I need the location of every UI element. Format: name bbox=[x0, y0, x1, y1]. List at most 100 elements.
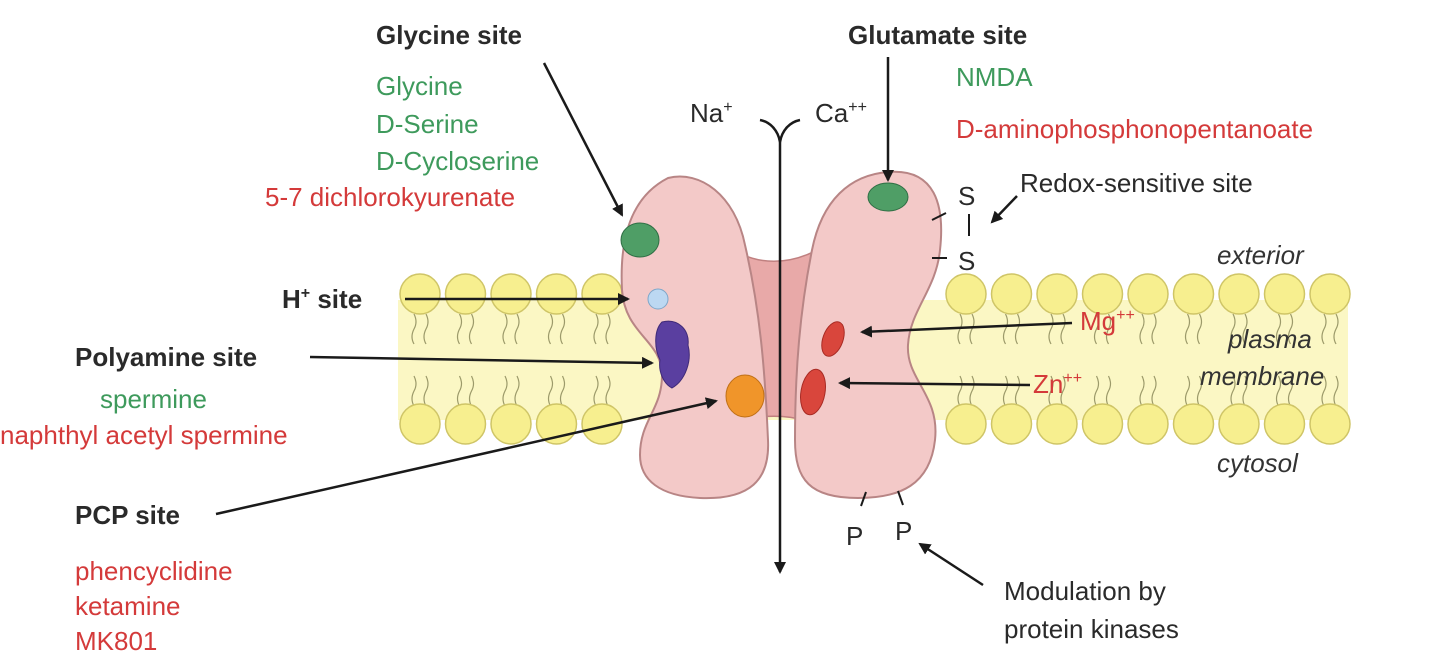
lipid-head-bottom bbox=[1036, 403, 1078, 445]
lipid-tail bbox=[1287, 313, 1294, 345]
lipid-head-top bbox=[490, 273, 532, 315]
polyamine-site-arrow bbox=[309, 355, 654, 369]
lipid-head-bottom bbox=[1172, 403, 1215, 445]
lipid-head-top bbox=[1081, 273, 1124, 315]
na-entry-curve bbox=[759, 118, 782, 143]
pointer-arrows bbox=[215, 57, 1073, 587]
lipid-tail bbox=[1230, 313, 1236, 345]
lipid-head-bottom bbox=[581, 403, 623, 445]
kinase-label-line2: protein kinases bbox=[1004, 614, 1179, 644]
lipid-tail bbox=[1184, 375, 1191, 407]
glycine-binding-site bbox=[620, 222, 660, 258]
lipid-tail bbox=[969, 313, 975, 345]
lipid-tail bbox=[1048, 313, 1054, 345]
pcp-antagonist-1: phencyclidine bbox=[75, 556, 233, 586]
lipid-tail bbox=[502, 375, 508, 407]
phospho-p2-label: P bbox=[895, 516, 912, 546]
lipid-tail bbox=[559, 313, 566, 345]
plasma-label: plasma bbox=[1227, 324, 1312, 354]
lipid-tail bbox=[411, 313, 417, 345]
sulfur-bottom-label: S bbox=[958, 246, 975, 276]
lipid-tail bbox=[1014, 313, 1021, 345]
glutamate-antagonist: D-aminophosphonopentanoate bbox=[956, 114, 1313, 144]
lipid-tail bbox=[559, 375, 566, 407]
lipid-tail bbox=[423, 375, 429, 407]
lipid-tail bbox=[1048, 375, 1054, 407]
ion-flux-path bbox=[759, 118, 801, 574]
polyamine-binding-site bbox=[655, 320, 690, 389]
lipid-head-bottom bbox=[1309, 403, 1351, 445]
lipid-head-bottom bbox=[1263, 403, 1306, 445]
lipid-tail bbox=[514, 375, 520, 407]
lipid-head-top bbox=[399, 273, 441, 315]
lipid-tail bbox=[1333, 375, 1339, 407]
glycine-agonist-2: D-Serine bbox=[376, 109, 479, 139]
zn-binding-site bbox=[800, 368, 826, 416]
lipid-tail bbox=[1275, 375, 1282, 407]
lipid-tail bbox=[1184, 313, 1191, 345]
lipid-tail bbox=[605, 313, 611, 345]
lipid-tail bbox=[957, 375, 963, 407]
lipid-head-bottom bbox=[1127, 403, 1169, 445]
lipid-head-top bbox=[1309, 273, 1351, 315]
polyamine-antagonist: naphthyl acetyl spermine bbox=[0, 420, 288, 450]
polyamine-site-title: Polyamine site bbox=[75, 342, 257, 372]
glycine-agonist-3: D-Cycloserine bbox=[376, 146, 539, 176]
lipid-tail bbox=[514, 313, 520, 345]
na-ion-label: Na+ bbox=[690, 98, 733, 128]
lipid-head-top bbox=[1036, 273, 1078, 315]
lipid-heads-bottom bbox=[399, 403, 1351, 445]
redox-site-label: Redox-sensitive site bbox=[1020, 168, 1253, 198]
lipid-tail bbox=[456, 375, 463, 407]
redox-arrow bbox=[990, 195, 1018, 224]
pcp-binding-site bbox=[725, 374, 765, 418]
glycine-site-title: Glycine site bbox=[376, 20, 522, 50]
lipid-tail bbox=[1002, 313, 1009, 345]
lipid-head-bottom bbox=[490, 403, 532, 445]
p-tick-2 bbox=[897, 490, 904, 506]
cytosol-label: cytosol bbox=[1217, 448, 1299, 478]
lipid-head-bottom bbox=[990, 403, 1033, 445]
sulfur-top-label: S bbox=[958, 181, 975, 211]
lipid-tail bbox=[1321, 375, 1327, 407]
lipid-tail bbox=[1333, 313, 1339, 345]
p-tick-1 bbox=[860, 491, 867, 507]
lipid-tail bbox=[1242, 313, 1248, 345]
ca-entry-curve bbox=[778, 118, 801, 143]
lipid-tail bbox=[1196, 375, 1203, 407]
lipid-tail bbox=[547, 375, 554, 407]
lipid-tail bbox=[547, 313, 554, 345]
mg-arrow bbox=[860, 321, 1073, 338]
s-tick-top bbox=[931, 212, 947, 221]
pcp-site-arrow bbox=[215, 397, 718, 516]
proton-h: H bbox=[282, 284, 301, 314]
kinase-arrow bbox=[918, 542, 984, 587]
lipid-tail bbox=[605, 375, 611, 407]
zn-arrow bbox=[838, 377, 1031, 390]
lipid-heads-top bbox=[399, 273, 1351, 315]
lipid-head-bottom bbox=[1218, 403, 1260, 445]
lipid-head-top bbox=[1263, 273, 1306, 315]
lipid-tail bbox=[1196, 313, 1203, 345]
mg-binding-site bbox=[821, 321, 845, 357]
lipid-tail bbox=[1151, 313, 1157, 345]
lipid-head-top bbox=[945, 273, 987, 315]
pcp-antagonist-2: ketamine bbox=[75, 591, 181, 621]
glycine-site-arrow bbox=[542, 62, 624, 217]
lipid-head-top bbox=[581, 273, 623, 315]
lipid-tail bbox=[1060, 313, 1066, 345]
lipid-head-top bbox=[1127, 273, 1169, 315]
kinase-label-line1: Modulation by bbox=[1004, 576, 1166, 606]
lipid-tail bbox=[423, 313, 429, 345]
lipid-tail bbox=[1002, 375, 1009, 407]
zn-base: Zn bbox=[1033, 369, 1063, 399]
lipid-tail bbox=[468, 375, 475, 407]
na-base: Na bbox=[690, 98, 724, 128]
lipid-tail bbox=[593, 313, 599, 345]
lipid-tail bbox=[1151, 375, 1157, 407]
polyamine-agonist: spermine bbox=[100, 384, 207, 414]
proton-site-word: site bbox=[310, 284, 362, 314]
proton-plus: + bbox=[301, 285, 310, 302]
